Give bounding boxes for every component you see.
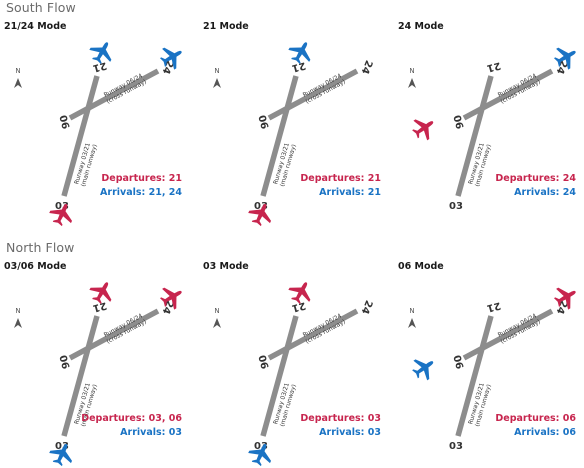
runway-end-21-label: 21 (290, 59, 306, 73)
mode-title: 03/06 Mode (4, 261, 67, 272)
north-flow-title: North Flow (6, 240, 75, 255)
north-label: N (409, 307, 414, 315)
north-label: N (409, 67, 414, 75)
arrivals-label: Arrivals: 24 (514, 187, 576, 198)
cross-runway-name: Runway 06/24(cross runway) (301, 72, 347, 105)
mode-title: 21 Mode (203, 21, 249, 32)
runway-end-03-label: 03 (449, 441, 463, 452)
departure-plane-icon (49, 203, 73, 227)
runway-end-21-label: 21 (290, 299, 306, 313)
north-label: N (214, 307, 219, 315)
runway-end-03-label: 03 (55, 201, 69, 212)
north-arrow-icon: N (14, 307, 22, 328)
departure-plane-icon (248, 203, 272, 227)
departures-label: Departures: 03 (300, 413, 381, 424)
cross-runway-06-24 (267, 68, 359, 121)
cross-runway-name: Runway 06/24(cross runway) (301, 312, 347, 345)
cross-runway-name: Runway 06/24(cross runway) (102, 312, 148, 345)
cross-runway-name: Runway 06/24(cross runway) (496, 72, 542, 105)
runway-end-24-label: 24 (359, 298, 374, 315)
arrival-plane-icon (89, 42, 112, 65)
runway-end-21-label: 21 (91, 299, 107, 313)
north-arrow-icon: N (408, 307, 416, 328)
arrivals-label: Arrivals: 06 (514, 427, 576, 438)
runway-end-03-label: 03 (449, 201, 463, 212)
runway-end-06-label: 06 (56, 114, 70, 130)
main-runway-03-21 (260, 315, 299, 437)
runway-end-06-label: 06 (450, 114, 464, 130)
departure-plane-icon (159, 287, 182, 310)
north-arrow-icon: N (14, 67, 22, 88)
north-arrow-icon: N (213, 307, 221, 328)
arrival-plane-icon (553, 47, 576, 70)
north-label: N (15, 307, 20, 315)
cross-runway-06-24 (462, 68, 554, 121)
runway-end-21-label: 21 (485, 299, 501, 313)
runway-end-24-label: 24 (554, 58, 569, 75)
departure-plane-icon (89, 282, 112, 305)
runway-end-06-label: 06 (56, 354, 70, 370)
runway-end-21-label: 21 (91, 59, 107, 73)
arrivals-label: Arrivals: 21 (319, 187, 381, 198)
departure-plane-icon (412, 119, 434, 141)
north-label: N (15, 67, 20, 75)
runway-end-24-label: 24 (160, 58, 175, 75)
runway-end-06-label: 06 (450, 354, 464, 370)
arrival-plane-icon (159, 47, 182, 70)
departures-label: Departures: 06 (495, 413, 576, 424)
runway-end-03-label: 03 (254, 441, 268, 452)
cross-runway-name: Runway 06/24(cross runway) (496, 312, 542, 345)
main-runway-03-21 (455, 75, 494, 197)
main-runway-03-21 (455, 315, 494, 437)
arrivals-label: Arrivals: 03 (319, 427, 381, 438)
cross-runway-06-24 (68, 308, 160, 361)
arrival-plane-icon (412, 359, 434, 381)
north-arrow-icon: N (408, 67, 416, 88)
main-runway-03-21 (260, 75, 299, 197)
runway-end-03-label: 03 (254, 201, 268, 212)
mode-title: 06 Mode (398, 261, 444, 272)
departures-label: Departures: 21 (300, 173, 381, 184)
north-label: N (214, 67, 219, 75)
south-flow-title: South Flow (6, 0, 76, 15)
cross-runway-06-24 (68, 68, 160, 121)
runway-end-24-label: 24 (359, 58, 374, 75)
departures-label: Departures: 21 (101, 173, 182, 184)
main-runway-03-21 (61, 315, 100, 437)
mode-title: 21/24 Mode (4, 21, 67, 32)
departures-label: Departures: 03, 06 (81, 413, 182, 424)
departure-plane-icon (288, 282, 311, 305)
mode-title: 03 Mode (203, 261, 249, 272)
mode-title: 24 Mode (398, 21, 444, 32)
arrivals-label: Arrivals: 03 (120, 427, 182, 438)
cross-runway-06-24 (267, 308, 359, 361)
runway-end-21-label: 21 (485, 59, 501, 73)
runway-end-06-label: 06 (255, 114, 269, 130)
runway-end-06-label: 06 (255, 354, 269, 370)
runway-end-03-label: 03 (55, 441, 69, 452)
runway-end-24-label: 24 (554, 298, 569, 315)
departure-plane-icon (553, 287, 576, 310)
departures-label: Departures: 24 (495, 173, 576, 184)
cross-runway-06-24 (462, 308, 554, 361)
runway-end-24-label: 24 (160, 298, 175, 315)
arrivals-label: Arrivals: 21, 24 (100, 187, 182, 198)
north-arrow-icon: N (213, 67, 221, 88)
arrival-plane-icon (288, 42, 311, 65)
cross-runway-name: Runway 06/24(cross runway) (102, 72, 148, 105)
main-runway-03-21 (61, 75, 100, 197)
